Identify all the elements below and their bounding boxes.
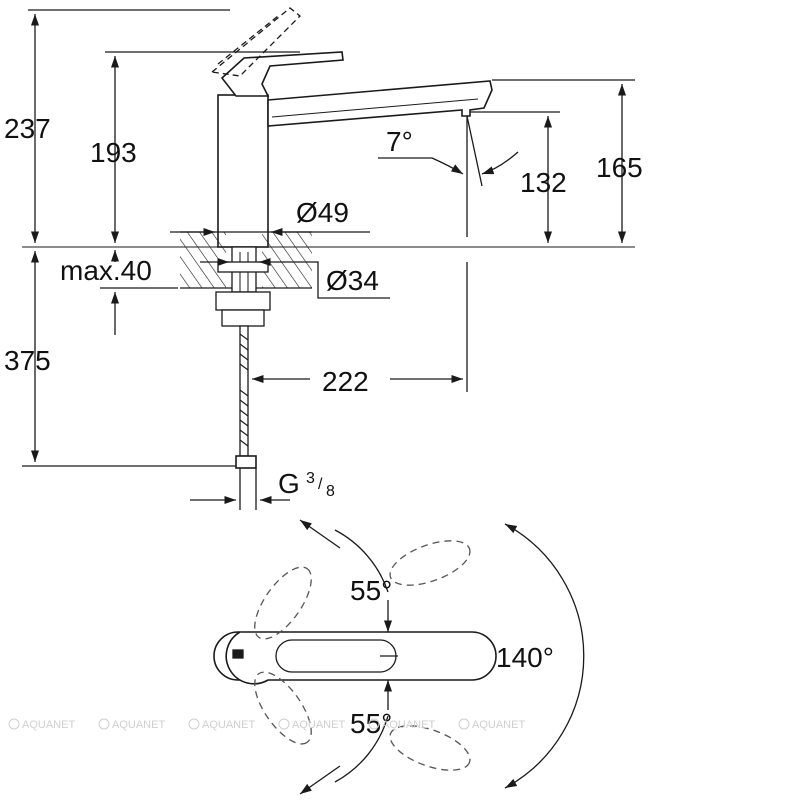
arc-55-top (334, 529, 389, 593)
watermark: AQUANET AQUANET AQUANET AQUANET AQUANET AQUAN… (8, 718, 525, 731)
top-view-labels: 55° 55° 140° (350, 575, 554, 739)
watermark-logo-icon (188, 718, 200, 730)
hose-connector (235, 455, 257, 469)
lever-handle (220, 51, 344, 97)
deck-section-right (262, 232, 312, 288)
arc-55-bottom-outer (334, 715, 389, 783)
label-thread-num: 3 (306, 470, 315, 487)
label-thread-den: 8 (326, 483, 335, 500)
label-193: 193 (90, 137, 137, 168)
label-7deg: 7° (386, 126, 413, 157)
nut-washer (221, 309, 265, 327)
label-237: 237 (4, 113, 51, 144)
watermark-text: AQUANET (202, 719, 255, 731)
watermark-logo-icon (8, 718, 20, 730)
faucet-body (217, 94, 269, 248)
label-165: 165 (596, 152, 643, 183)
lever-handle-open-position (210, 7, 301, 77)
label-thread-slash: / (318, 476, 323, 493)
watermark-text: AQUANET (292, 719, 345, 731)
label-55-top: 55° (350, 575, 392, 606)
label-55-bottom: 55° (350, 708, 392, 739)
lever-upper-left-position (254, 566, 312, 640)
lever-lower-right-position (389, 725, 471, 771)
center-axis-top (299, 519, 341, 549)
watermark-logo-icon (368, 718, 380, 730)
dim-34-leader (290, 261, 390, 299)
watermark-text: AQUANET (112, 719, 165, 731)
angle-7-arc (481, 151, 519, 175)
angle-7-tilt-line (466, 115, 483, 187)
watermark-logo-icon (278, 718, 290, 730)
mounting-nut-lower (215, 291, 271, 311)
label-thread-g: G (278, 468, 300, 499)
arc-140 (504, 523, 585, 789)
lever-upper-right-position (389, 540, 471, 586)
label-140: 140° (496, 642, 554, 673)
top-view (213, 519, 585, 795)
side-view-labels: 237 193 7° 132 165 Ø49 max.40 Ø34 375 22… (4, 113, 643, 500)
top-view-body (225, 631, 269, 685)
top-view-lever-slot (275, 639, 397, 673)
lever-lower-left-position (254, 671, 312, 745)
watermark-text: AQUANET (382, 719, 435, 731)
center-axis-bottom (299, 765, 341, 795)
side-view (22, 7, 635, 510)
label-375: 375 (4, 345, 51, 376)
label-132: 132 (520, 167, 567, 198)
spout-inner-line (271, 98, 479, 118)
label-222: 222 (322, 366, 369, 397)
angle-7-indicator (378, 157, 464, 175)
watermark-text: AQUANET (472, 719, 525, 731)
deck-section-left (180, 232, 226, 288)
watermark-logo-icon (458, 718, 470, 730)
label-max40: max.40 (60, 255, 152, 286)
label-49: Ø49 (296, 197, 349, 228)
lever-rotated-positions (254, 540, 471, 771)
mounting-nut (217, 261, 269, 273)
spout (267, 80, 493, 127)
top-view-logo (232, 649, 244, 659)
watermark-text: AQUANET (22, 719, 75, 731)
label-34: Ø34 (326, 265, 379, 296)
watermark-logo-icon (98, 718, 110, 730)
